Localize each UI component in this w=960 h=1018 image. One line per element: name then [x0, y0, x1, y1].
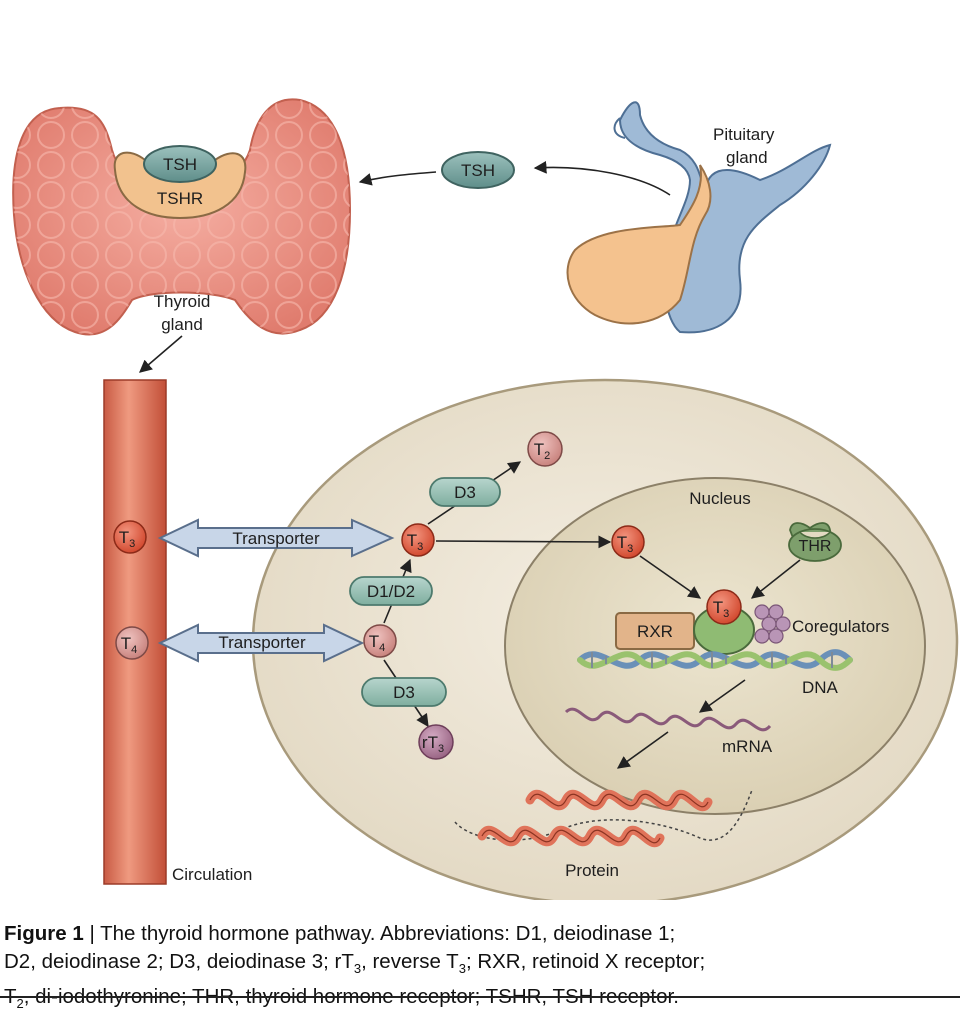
t4-circulation: T4 [115, 626, 149, 660]
dna-to-mrna-arrow [698, 679, 746, 713]
caption-line2-sub1: 3 [353, 961, 362, 977]
thr-receptor: THR [788, 522, 842, 562]
svg-text:T3: T3 [713, 598, 730, 620]
mrna-to-protein-arrow [616, 731, 669, 769]
protein-helix [454, 789, 753, 848]
caption-line-2: D2, deiodinase 2; D3, deiodinase 3; rT3,… [4, 948, 954, 983]
pituitary-gland [566, 101, 832, 334]
caption-line1-text: The thyroid hormone pathway. Abbreviatio… [100, 922, 676, 945]
circulation-label: Circulation [172, 865, 252, 884]
tsh-signal: TSH [441, 151, 515, 189]
thr-label: THR [799, 538, 832, 555]
svg-text:T4: T4 [369, 632, 386, 654]
protein-label: Protein [565, 861, 619, 880]
mrna-label: mRNA [722, 737, 773, 756]
thyroid-pathway-diagram: TSHR TSH Thyroid gland Pituitary gland T… [12, 98, 959, 900]
thr-bound-complex: T3 [693, 589, 755, 655]
t3-cell: T3 [401, 523, 435, 557]
svg-text:T2: T2 [534, 440, 551, 462]
d3-bottom-label: D3 [393, 683, 415, 702]
nucleus-label: Nucleus [689, 489, 750, 508]
d3-top-enzyme: D3 [429, 477, 501, 507]
caption-line2-c: ; RXR, retinoid X receptor; [465, 950, 706, 973]
tsh-to-thyroid-arrow [358, 171, 437, 186]
svg-text:T3: T3 [407, 531, 424, 553]
t3-nucleus: T3 [611, 525, 645, 559]
coregulators [754, 604, 791, 644]
caption-line2-b: , reverse T [361, 950, 459, 973]
rt3: rT3 [418, 724, 454, 760]
tshr-label: TSHR [157, 189, 203, 208]
d3-top-label: D3 [454, 483, 476, 502]
tsh-signal-label: TSH [461, 161, 495, 180]
transporter-t4-label: Transporter [218, 633, 306, 652]
tsh-bound: TSH [143, 145, 217, 183]
thyroid-label-line1: Thyroid [154, 292, 211, 311]
thyroid-to-circulation-arrow [139, 335, 183, 373]
figure-label: Figure 1 [4, 922, 84, 945]
thyroid-label-line2: gland [161, 315, 203, 334]
caption-line3-sub: 2 [16, 996, 24, 1012]
thr-to-complex-arrow [750, 559, 801, 599]
mrna-strand [564, 707, 772, 732]
caption-line-1: Figure 1 | The thyroid hormone pathway. … [4, 920, 954, 948]
transporter-t3: Transporter [157, 518, 395, 558]
t4-cell: T4 [363, 624, 397, 658]
pituitary-label-line1: Pituitary [713, 125, 775, 144]
t3-to-nucleus-arrow [435, 535, 612, 549]
transporter-t3-label: Transporter [232, 529, 320, 548]
pituitary-label-line2: gland [726, 148, 768, 167]
dna-helix [577, 649, 853, 671]
caption-separator: | [83, 922, 101, 945]
rxr-receptor: RXR [615, 612, 695, 650]
svg-text:T4: T4 [121, 634, 138, 656]
svg-text:T3: T3 [617, 533, 634, 555]
transporter-t4: Transporter [157, 623, 365, 663]
pituitary-to-tsh-arrow [533, 160, 671, 196]
t2: T2 [527, 431, 563, 467]
t3-circulation: T3 [113, 520, 147, 554]
d1d2-enzyme: D1/D2 [349, 576, 433, 606]
d3-bottom-enzyme: D3 [361, 677, 447, 707]
caption-line2-sub2: 3 [458, 961, 466, 977]
bottom-rule [0, 996, 960, 998]
d1d2-label: D1/D2 [367, 582, 415, 601]
svg-text:T3: T3 [119, 528, 136, 550]
dna-label: DNA [802, 678, 839, 697]
rxr-label: RXR [637, 622, 673, 641]
caption-line-3: T2, di-iodothyronine; THR, thyroid hormo… [4, 983, 954, 1018]
coregulators-label: Coregulators [792, 617, 889, 636]
figure-caption: Figure 1 | The thyroid hormone pathway. … [4, 920, 954, 1018]
t3-to-complex-arrow [639, 555, 702, 599]
svg-text:rT3: rT3 [422, 733, 444, 755]
tsh-bound-label: TSH [163, 155, 197, 174]
caption-line2-a: D2, deiodinase 2; D3, deiodinase 3; rT [4, 950, 354, 973]
